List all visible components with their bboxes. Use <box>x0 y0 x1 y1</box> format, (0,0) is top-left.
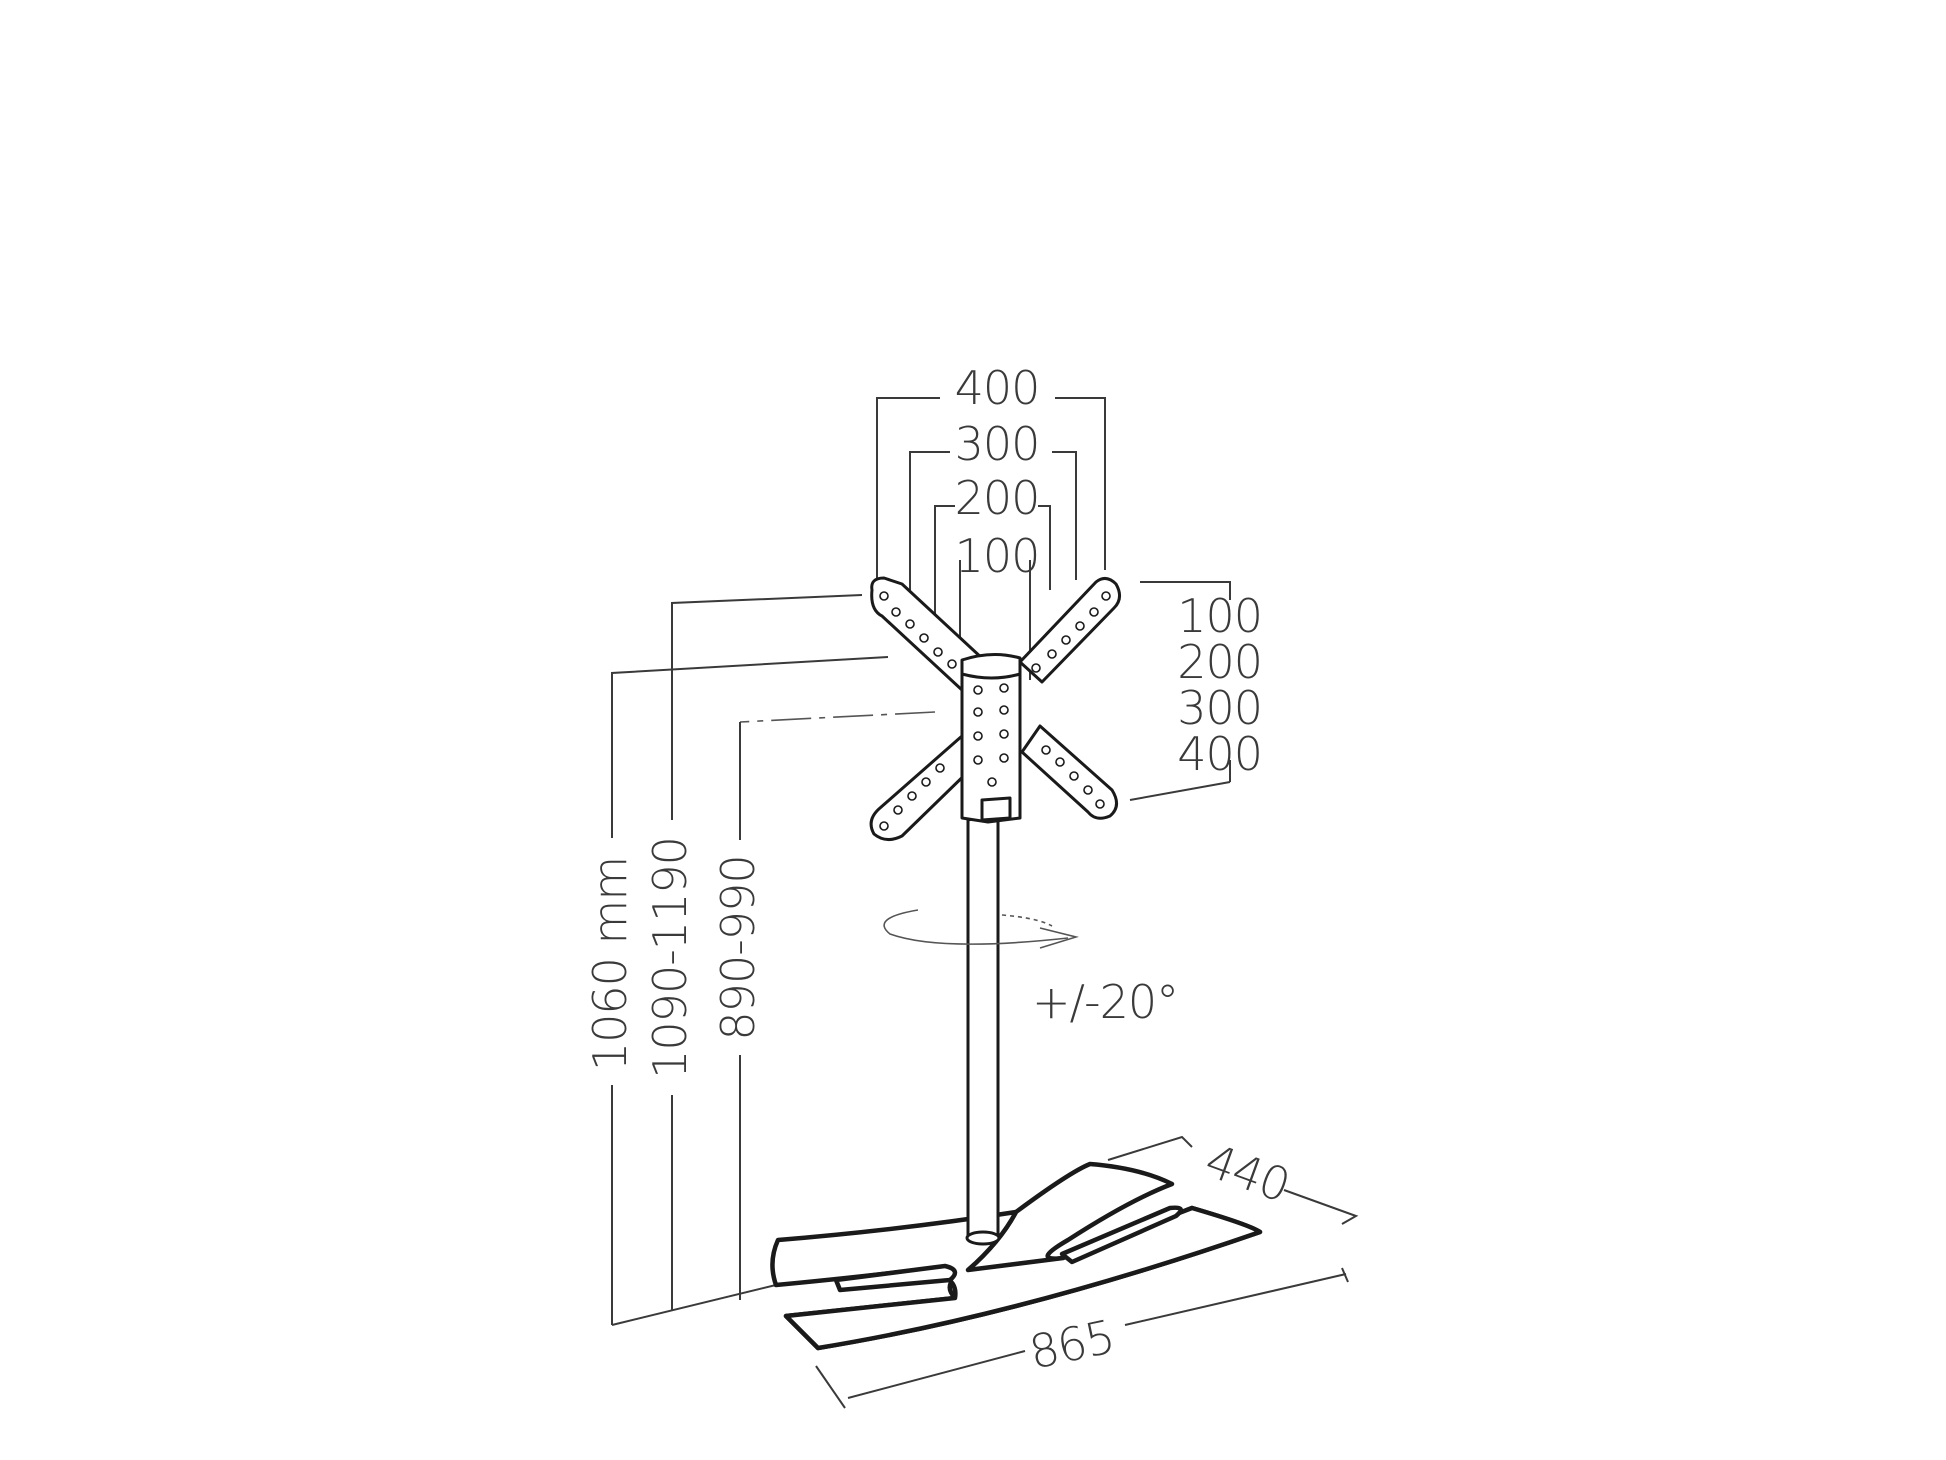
mounting-holes <box>879 591 1111 831</box>
height-label-bottom-range: 890-990 <box>711 855 765 1040</box>
pole-foot <box>965 1230 1001 1246</box>
vesa-width-dimensions <box>876 397 1106 680</box>
height-label-overall: 1060 mm <box>583 857 637 1071</box>
height-labels: 1060 mm 1090-1190 890-990 <box>583 837 765 1079</box>
base-depth-dimension <box>1107 1135 1359 1225</box>
vesa-width-label-300: 300 <box>955 417 1040 471</box>
vesa-height-label-300: 300 <box>1177 681 1262 735</box>
arm-upper-right <box>1018 577 1121 684</box>
bracket-top-cap <box>960 653 1022 680</box>
rotation-label: +/-20° <box>1032 975 1178 1029</box>
base-width-dimension <box>815 1267 1349 1409</box>
rotation-arrow <box>883 909 1079 949</box>
vesa-bracket <box>869 576 1121 841</box>
bracket-lock <box>980 796 1012 822</box>
vesa-width-label-100: 100 <box>955 529 1040 583</box>
stand-base <box>770 1161 1263 1351</box>
vesa-height-dimensions <box>1129 581 1231 801</box>
base-depth-label: 440 <box>1198 1133 1296 1213</box>
vesa-width-label-200: 200 <box>955 471 1040 525</box>
base-slot-right <box>1059 1205 1183 1265</box>
vesa-width-labels: 400 300 200 100 <box>955 361 1041 583</box>
vesa-height-labels: 100 200 300 400 <box>1177 589 1263 781</box>
height-label-top-range: 1090-1190 <box>643 837 697 1079</box>
vesa-height-label-200: 200 <box>1177 635 1262 689</box>
vesa-height-label-400: 400 <box>1177 727 1262 781</box>
vesa-width-label-400: 400 <box>955 361 1040 415</box>
vesa-height-label-100: 100 <box>1177 589 1262 643</box>
height-dimensions <box>611 594 936 1326</box>
base-width-label: 865 <box>1025 1309 1119 1379</box>
stand-pole <box>965 810 1001 1246</box>
pole <box>966 810 1000 1242</box>
base-slot-left <box>833 1263 958 1293</box>
